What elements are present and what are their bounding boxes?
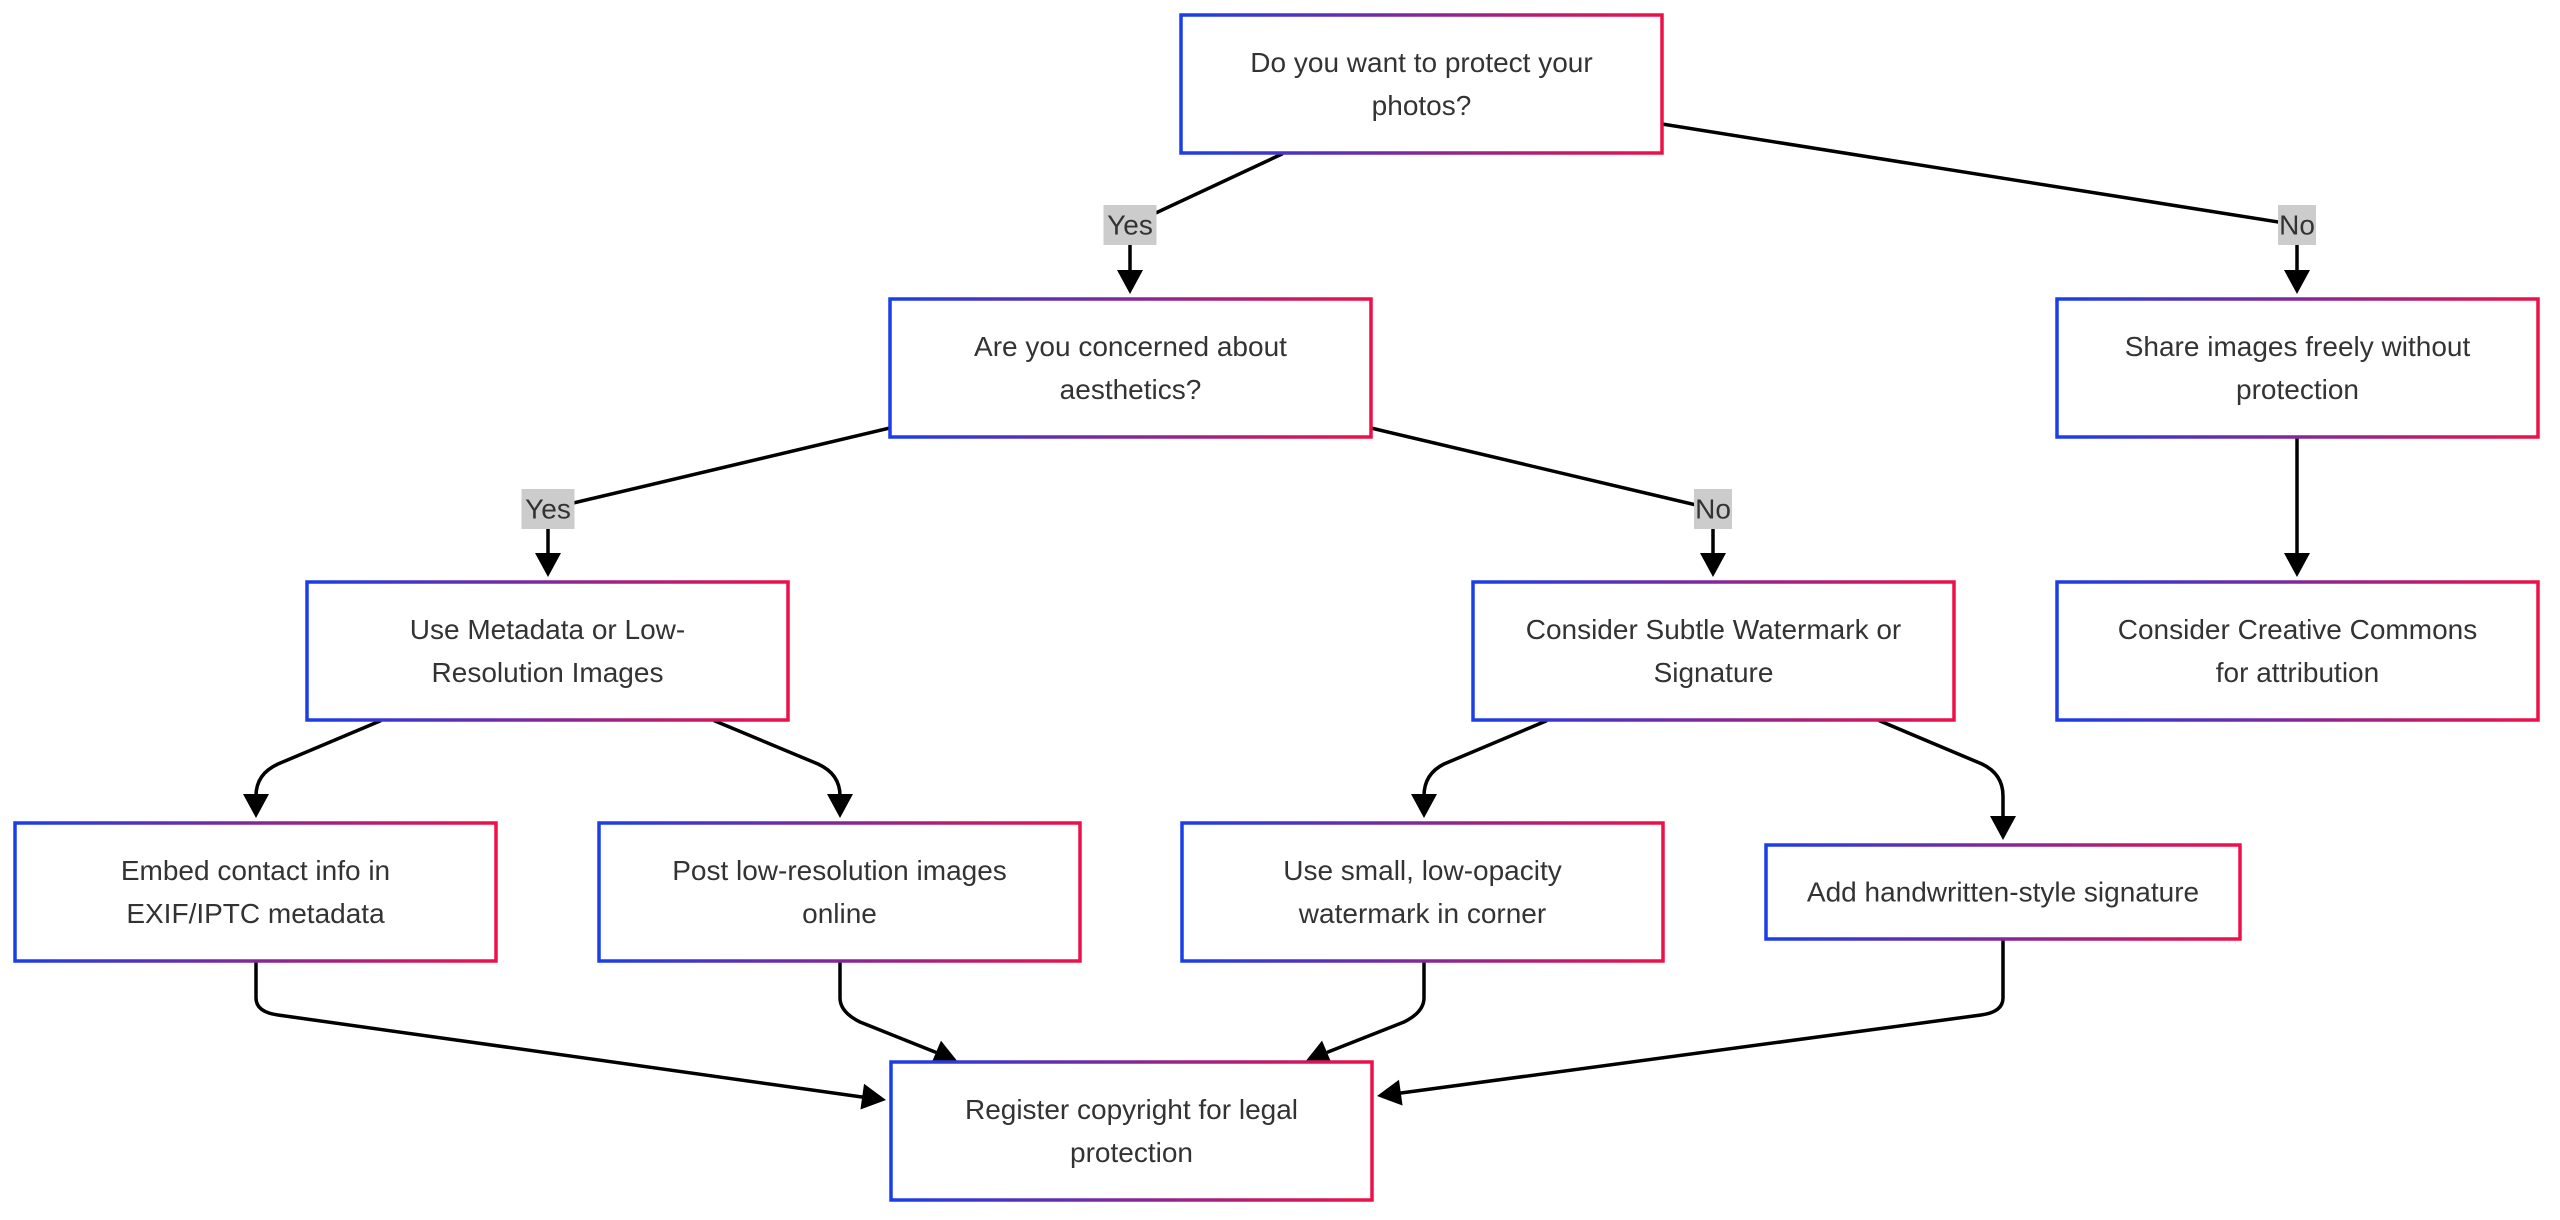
node-label-line: Signature <box>1654 657 1774 688</box>
node-label-line: Use Metadata or Low- <box>410 614 685 645</box>
edge-watermark-signature-to-small-watermark <box>1411 719 1548 818</box>
node-label-line: for attribution <box>2216 657 2379 688</box>
node-box <box>2055 580 2540 722</box>
arrowhead-icon <box>243 794 269 818</box>
node-label-line: online <box>802 898 877 929</box>
edge-line <box>1878 719 2005 820</box>
node-small-watermark[interactable]: Use small, low-opacity watermark in corne… <box>1180 821 1665 963</box>
node-label-line: Resolution Images <box>432 657 664 688</box>
edge-metadata-lowres-to-embed-exif <box>243 719 382 818</box>
node-share-freely[interactable]: Share images freely without protection <box>2055 297 2540 439</box>
edge-label-no: No <box>2278 205 2316 245</box>
edge-line <box>1326 960 1426 1054</box>
node-label-line: Share images freely without <box>2125 331 2471 362</box>
node-label-line: protection <box>1070 1137 1193 1168</box>
node-box <box>13 821 498 963</box>
node-label-line: Are you concerned about <box>974 331 1287 362</box>
node-label-line: Do you want to protect your <box>1250 47 1592 78</box>
edge-aesthetics-to-metadata-lowres <box>535 426 892 577</box>
edge-small-watermark-to-register-copyright <box>1305 960 1426 1065</box>
arrowhead-icon <box>1700 553 1726 577</box>
node-label-line: Register copyright for legal <box>965 1094 1298 1125</box>
edge-label-text: Yes <box>1107 210 1153 241</box>
node-label-line: protection <box>2236 374 2359 405</box>
edge-metadata-lowres-to-post-lowres <box>713 719 853 818</box>
edge-line <box>713 719 842 798</box>
edge-label-text: No <box>1695 494 1731 525</box>
node-box <box>1179 13 1664 155</box>
arrowhead-icon <box>930 1040 958 1065</box>
node-label-line: EXIF/IPTC metadata <box>126 898 385 929</box>
edge-label-yes: Yes <box>521 489 575 529</box>
edge-handwritten-signature-to-register-copyright <box>1377 938 2005 1106</box>
node-box <box>1764 843 2242 941</box>
arrowhead-icon <box>1117 270 1143 294</box>
edge-line <box>1660 122 2299 272</box>
edge-line <box>1422 719 1548 798</box>
node-register-copyright[interactable]: Register copyright for legal protection <box>889 1060 1374 1202</box>
edge-line <box>254 960 864 1099</box>
node-box <box>597 821 1082 963</box>
nodes-layer: Do you want to protect your photos? Are yo… <box>13 13 2540 1202</box>
edge-line <box>1369 426 1715 555</box>
node-label-line: Post low-resolution images <box>672 855 1007 886</box>
node-protect[interactable]: Do you want to protect your photos? <box>1179 13 1664 155</box>
node-metadata-lowres[interactable]: Use Metadata or Low- Resolution Images <box>305 580 790 722</box>
edge-line <box>254 719 382 798</box>
edges-layer <box>243 122 2310 1110</box>
node-watermark-signature[interactable]: Consider Subtle Watermark or Signature <box>1471 580 1956 722</box>
arrowhead-icon <box>2284 553 2310 577</box>
edge-line <box>838 960 937 1054</box>
edge-post-lowres-to-register-copyright <box>838 960 958 1065</box>
arrowhead-icon <box>1990 816 2016 840</box>
arrowhead-icon <box>1411 794 1437 818</box>
edge-protect-to-share-freely <box>1660 122 2310 294</box>
edge-label-background <box>1694 489 1732 529</box>
node-box <box>305 580 790 722</box>
node-label-line: watermark in corner <box>1298 898 1546 929</box>
arrowhead-icon <box>1377 1079 1403 1106</box>
node-label-line: photos? <box>1372 90 1472 121</box>
edge-label-yes: Yes <box>1103 205 1157 245</box>
arrowhead-icon <box>2284 270 2310 294</box>
edge-label-background <box>2278 205 2316 245</box>
node-box <box>2055 297 2540 439</box>
edge-label-background <box>1103 205 1157 245</box>
edge-label-background <box>521 489 575 529</box>
arrowhead-icon <box>827 794 853 818</box>
node-box <box>889 1060 1374 1202</box>
node-post-lowres[interactable]: Post low-resolution images online <box>597 821 1082 963</box>
node-embed-exif[interactable]: Embed contact info in EXIF/IPTC metadata <box>13 821 498 963</box>
edge-share-freely-to-creative-commons <box>2284 435 2310 577</box>
arrowhead-icon <box>535 553 561 577</box>
node-creative-commons[interactable]: Consider Creative Commons for attribution <box>2055 580 2540 722</box>
node-label-line: aesthetics? <box>1060 374 1202 405</box>
edge-embed-exif-to-register-copyright <box>254 960 886 1110</box>
node-label-line: Use small, low-opacity <box>1283 855 1562 886</box>
arrowhead-icon <box>860 1083 886 1110</box>
edge-label-text: No <box>2279 210 2315 241</box>
edge-line <box>1399 938 2005 1095</box>
node-box <box>888 297 1373 439</box>
node-box <box>1471 580 1956 722</box>
edge-line <box>546 426 892 555</box>
node-label-line: Consider Creative Commons <box>2118 614 2477 645</box>
arrowhead-icon <box>1305 1040 1333 1065</box>
node-label-line: Add handwritten-style signature <box>1807 877 2199 908</box>
edge-aesthetics-to-watermark-signature <box>1369 426 1726 577</box>
node-aesthetics[interactable]: Are you concerned about aesthetics? <box>888 297 1373 439</box>
edge-label-text: Yes <box>525 494 571 525</box>
node-handwritten-signature[interactable]: Add handwritten-style signature <box>1764 843 2242 941</box>
node-label-line: Embed contact info in <box>121 855 390 886</box>
edge-label-no: No <box>1694 489 1732 529</box>
edge-watermark-signature-to-handwritten-signature <box>1878 719 2016 840</box>
node-box <box>1180 821 1665 963</box>
node-label-line: Consider Subtle Watermark or <box>1526 614 1902 645</box>
